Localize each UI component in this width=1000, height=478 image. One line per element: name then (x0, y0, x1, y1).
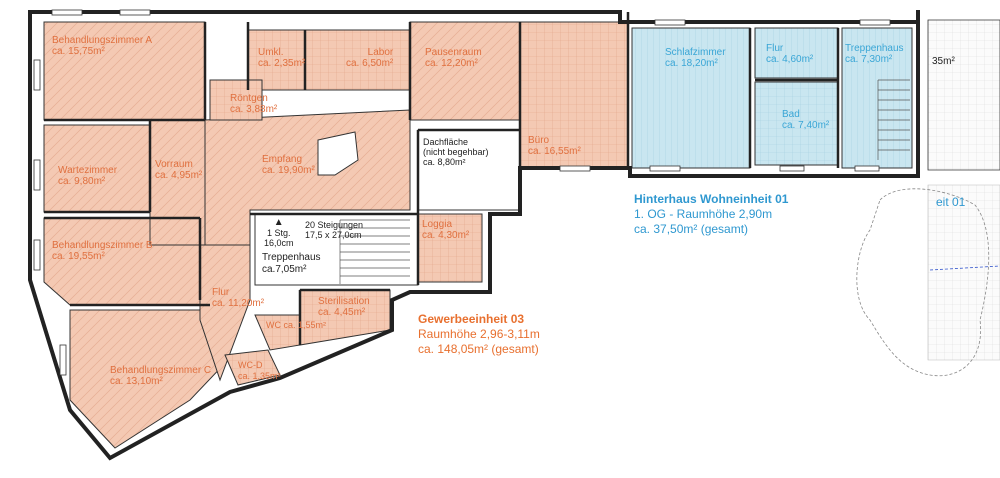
label-umkl: Umkl.ca. 2,35m² (258, 47, 306, 69)
room-pausenraum (409, 21, 521, 121)
windows (33, 9, 891, 376)
commercial-unit (43, 21, 629, 449)
label-neighbor-area: 35m² (932, 56, 955, 67)
unit-residential-summary: Hinterhaus Wohneinheit 01 1. OG - Raumhö… (634, 192, 789, 236)
room-vorraum (149, 119, 206, 246)
reception-counter (317, 131, 359, 176)
neighbor-lower (927, 184, 1000, 361)
stair-arrow-icon: ▲ (273, 217, 284, 228)
label-wc: WC ca. 1,55m² (266, 320, 327, 330)
room-treppenhaus-blue (841, 27, 913, 169)
neighbor-area (927, 19, 1000, 171)
tree-outline (856, 188, 990, 377)
blue-stair-treads (877, 79, 910, 160)
outer-walls (28, 10, 920, 461)
label-neighbor-title: eit 01 (936, 195, 966, 209)
residential-unit (631, 27, 913, 169)
label-roof: Dachfläche(nicht begehbar)ca. 8,80m² (423, 137, 489, 167)
dashed-line (929, 265, 1000, 271)
inner-walls (44, 12, 840, 345)
label-stair-step: ▲ 1 Stg.16,0cm (264, 217, 294, 249)
room-wc-d (224, 349, 281, 386)
unit-commercial-summary: Gewerbeeinheit 03 Raumhöhe 2,96-3,11m ca… (418, 312, 540, 356)
stair-treads (339, 219, 410, 284)
